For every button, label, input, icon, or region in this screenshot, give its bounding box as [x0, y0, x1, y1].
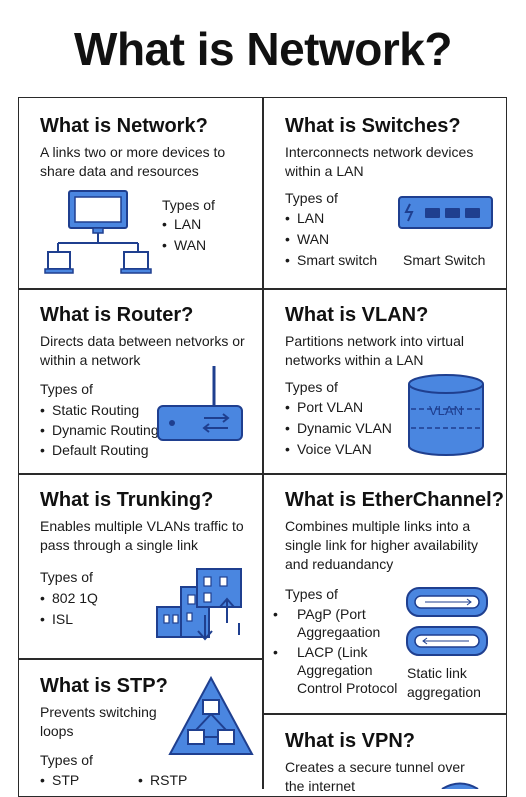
link-aggregation-icon — [406, 587, 488, 656]
card-title: What is Switches? — [285, 115, 461, 137]
card-title: What is VPN? — [285, 730, 416, 752]
card-description: Interconnects network devices within a L… — [285, 144, 474, 179]
types-list: LAN WAN Smart switch — [285, 208, 377, 271]
cylinder-label: VLAN — [429, 403, 463, 418]
types-heading: Types of — [285, 586, 338, 602]
types-list: 802 1Q ISL — [40, 588, 98, 630]
types-list: LAN WAN — [162, 214, 206, 256]
router-icon — [157, 366, 243, 441]
type-item: PAgP (Port Aggregaation — [285, 605, 403, 641]
row-divider-left-3 — [18, 658, 263, 660]
types-heading: Types of — [40, 381, 93, 397]
types-list: Port VLAN Dynamic VLAN Voice VLAN — [285, 397, 392, 460]
switch-icon — [398, 196, 493, 229]
type-item: Voice VLAN — [285, 439, 392, 460]
globe-icon — [441, 782, 479, 789]
type-item: Smart switch — [285, 250, 377, 271]
card-title: What is EtherChannel? — [285, 489, 504, 511]
buildings-icon — [156, 568, 242, 641]
type-item: LAN — [285, 208, 377, 229]
types-list: PAgP (Port Aggregaation LACP (Link Aggre… — [285, 605, 403, 699]
row-divider-1 — [18, 288, 507, 290]
type-item: WAN — [162, 235, 206, 256]
network-topology-icon — [44, 190, 152, 274]
etherchannel-caption: Static link aggregation — [407, 665, 481, 700]
card-title: What is Trunking? — [40, 489, 214, 511]
card-description: Partitions network into virtual networks… — [285, 333, 464, 368]
card-description: Creates a secure tunnel over the interne… — [285, 759, 465, 794]
card-title: What is Network? — [40, 115, 208, 137]
card-title: What is STP? — [40, 675, 168, 697]
triangle-topology-icon — [168, 675, 254, 755]
type-item: Dynamic VLAN — [285, 418, 392, 439]
card-description: Prevents switching loops — [40, 704, 157, 739]
row-divider-2 — [18, 473, 507, 475]
types-heading: Types of — [162, 197, 215, 213]
types-list: Static Routing Dynamic Routing Default R… — [40, 400, 159, 460]
type-item: LACP (Link Aggregation Control Protocol — [285, 643, 403, 697]
type-item: Port VLAN — [285, 397, 392, 418]
type-item: Default Routing — [40, 440, 159, 460]
types-heading: Types of — [285, 190, 338, 206]
stp-type-1: STP — [52, 772, 80, 788]
type-item: LAN — [162, 214, 206, 235]
column-divider — [262, 97, 264, 789]
stp-type-2: RSTP — [150, 772, 188, 788]
card-description: Directs data between netvorks or within … — [40, 333, 245, 368]
types-heading: Types of — [40, 752, 93, 768]
bullet-icon: • — [40, 772, 45, 788]
card-title: What is Router? — [40, 304, 194, 326]
database-cylinder-icon: VLAN — [408, 374, 484, 456]
switch-caption: Smart Switch — [403, 252, 486, 268]
types-heading: Types of — [285, 379, 338, 395]
card-description: Combines multiple links into a single li… — [285, 518, 478, 572]
type-item: Dynamic Routing — [40, 420, 159, 440]
type-item: WAN — [285, 229, 377, 250]
card-description: Enables multiple VLANs traffic to pass t… — [40, 518, 244, 553]
page-title: What is Network? — [74, 23, 452, 75]
type-item: Static Routing — [40, 400, 159, 420]
card-description: A links two or more devices to share dat… — [40, 144, 226, 179]
types-heading: Types of — [40, 569, 93, 585]
bullet-icon: • — [138, 772, 143, 788]
type-item: ISL — [40, 609, 98, 630]
type-item: 802 1Q — [40, 588, 98, 609]
row-divider-right-3 — [262, 713, 507, 715]
card-title: What is VLAN? — [285, 304, 429, 326]
